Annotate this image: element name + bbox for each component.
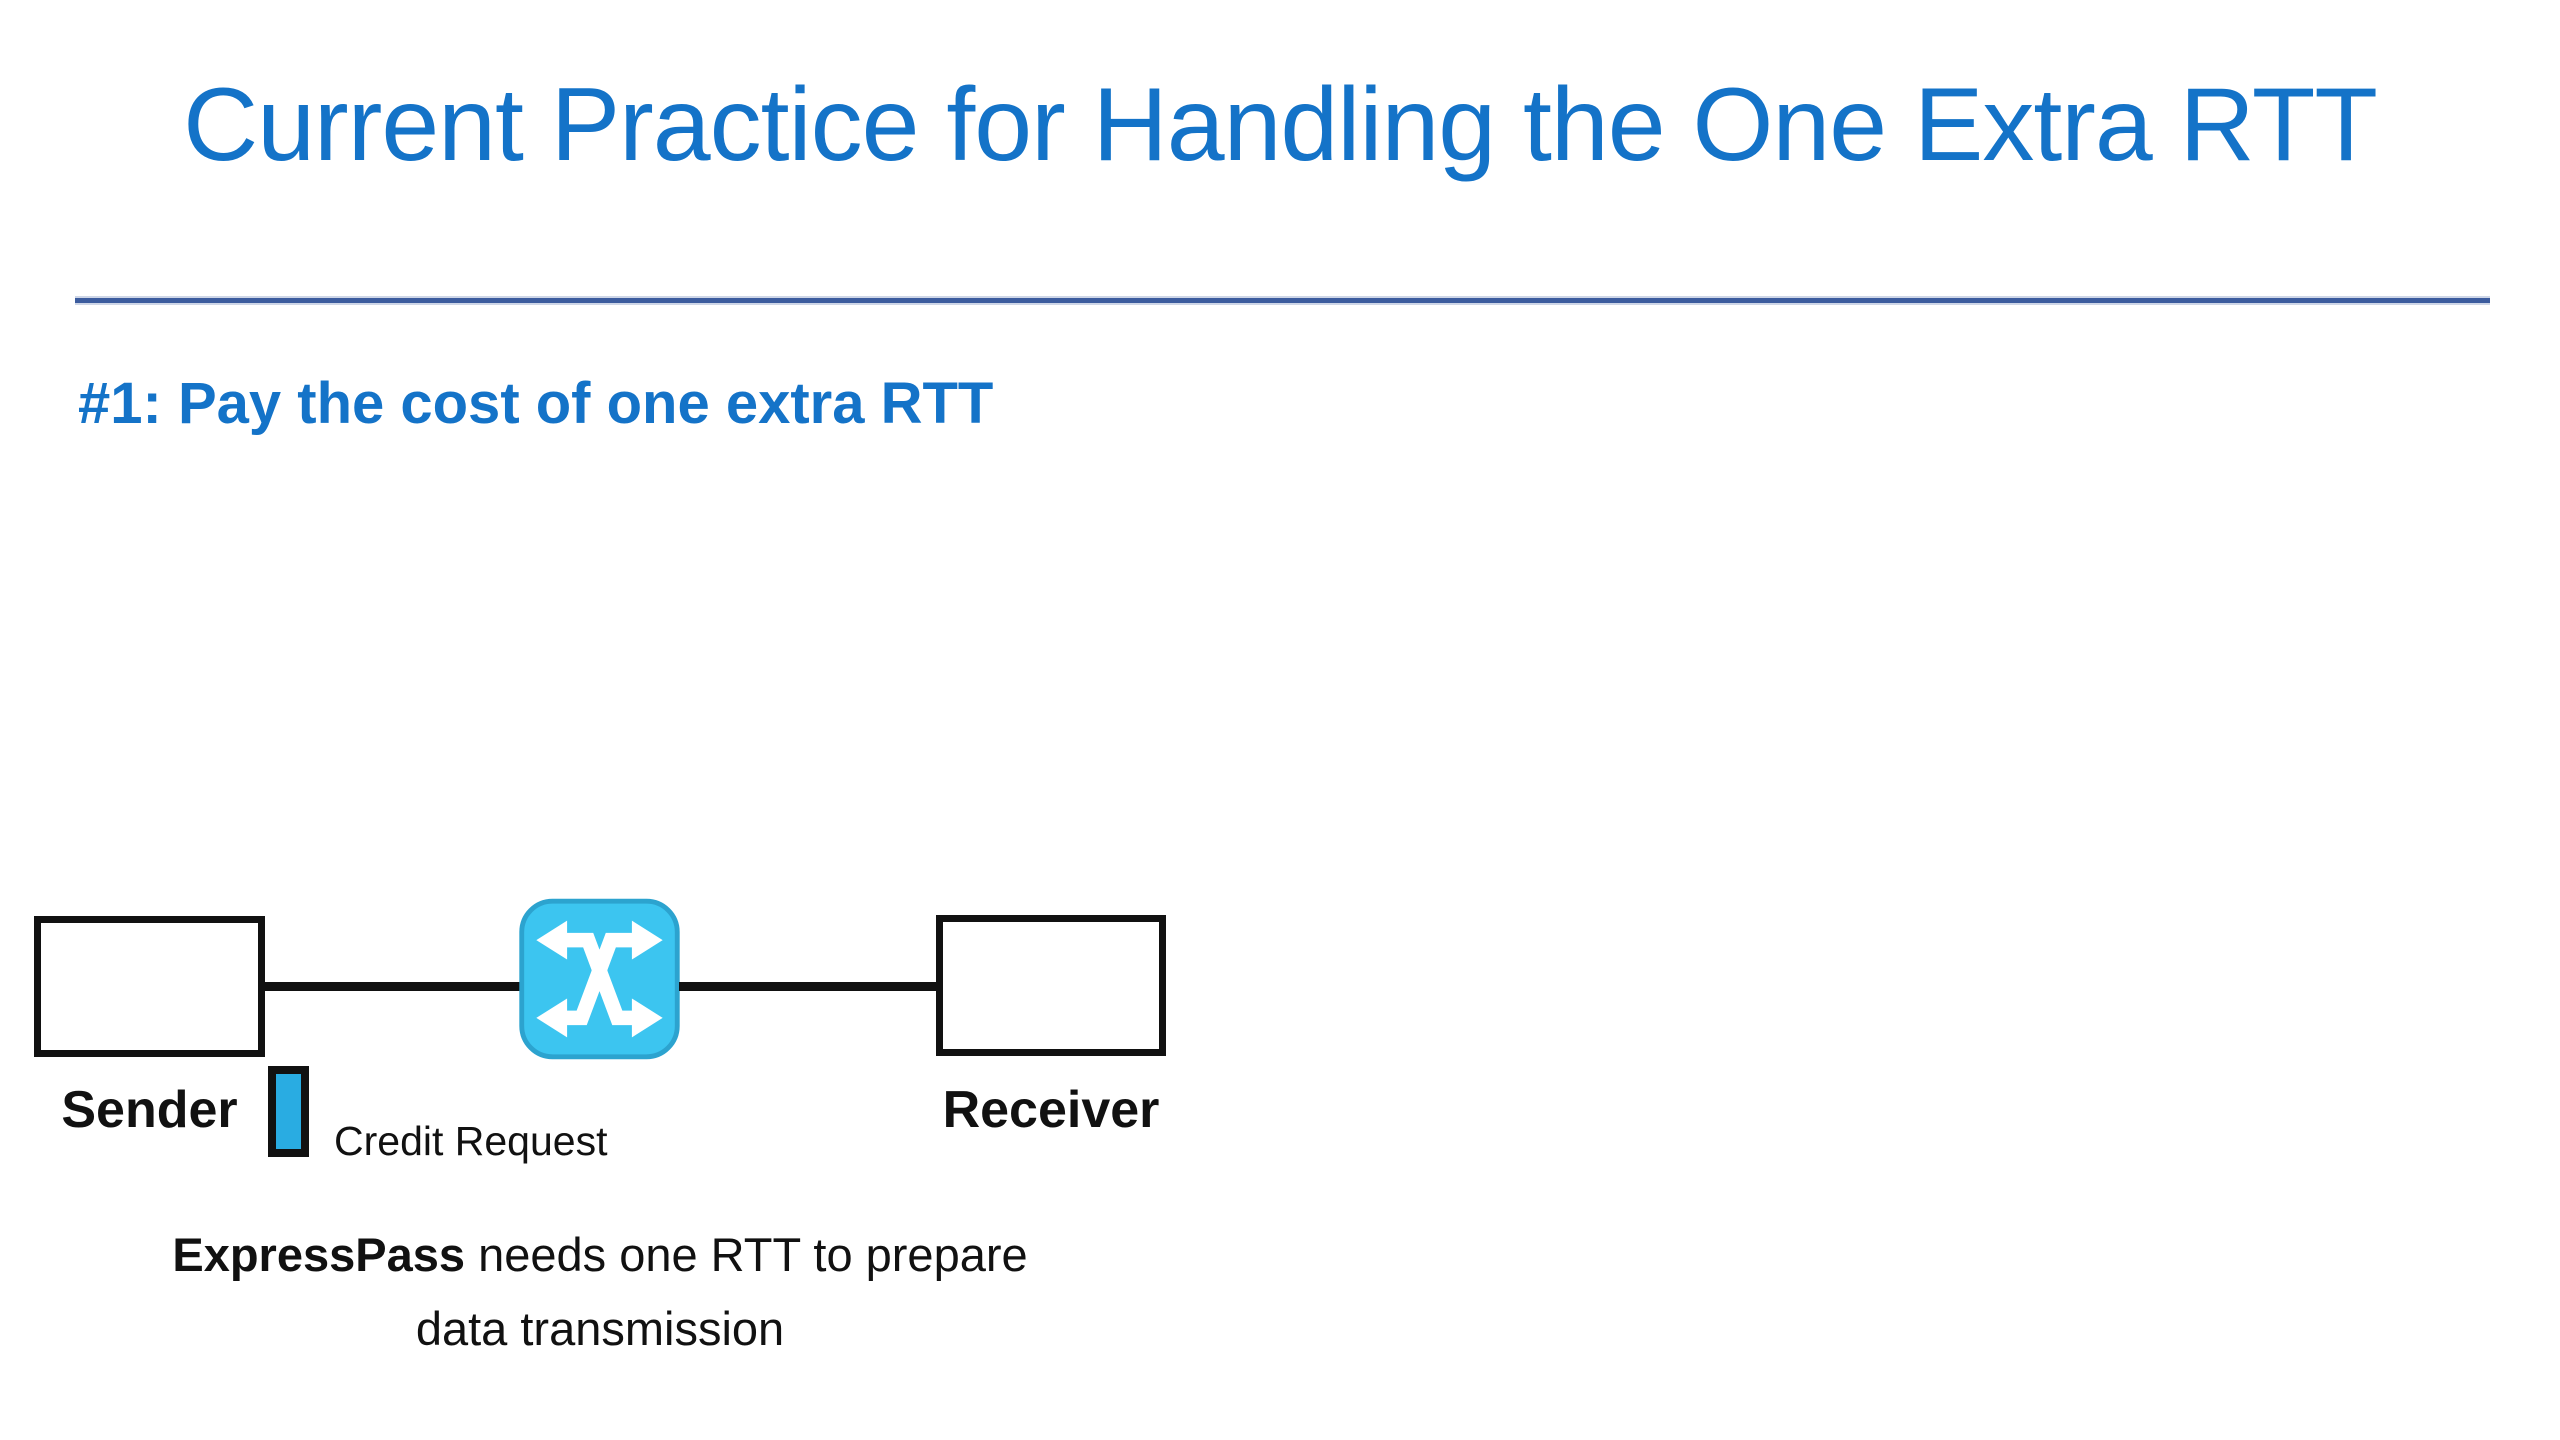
caption-expresspass-bold: ExpressPass (172, 1228, 466, 1281)
caption-line-1-rest: needs one RTT to prepare (465, 1228, 1028, 1281)
caption-line-1: ExpressPass needs one RTT to prepare (60, 1218, 1140, 1292)
sender-label: Sender (61, 1081, 238, 1139)
credit-request-label: Credit Request (334, 1118, 608, 1164)
caption: ExpressPass needs one RTT to prepare dat… (60, 1218, 1140, 1366)
section-heading: #1: Pay the cost of one extra RTT (78, 371, 994, 436)
link-sender-to-switch (263, 982, 520, 991)
sender-node-box (34, 916, 265, 1057)
link-switch-to-receiver (679, 982, 938, 991)
page-title: Current Practice for Handling the One Ex… (183, 67, 2378, 183)
caption-line-2: data transmission (415, 1302, 785, 1355)
receiver-label: Receiver (942, 1081, 1160, 1139)
credit-request-marker (268, 1066, 309, 1157)
title-divider (75, 298, 2490, 303)
receiver-node-box (936, 915, 1166, 1056)
network-switch-icon (518, 898, 681, 1060)
